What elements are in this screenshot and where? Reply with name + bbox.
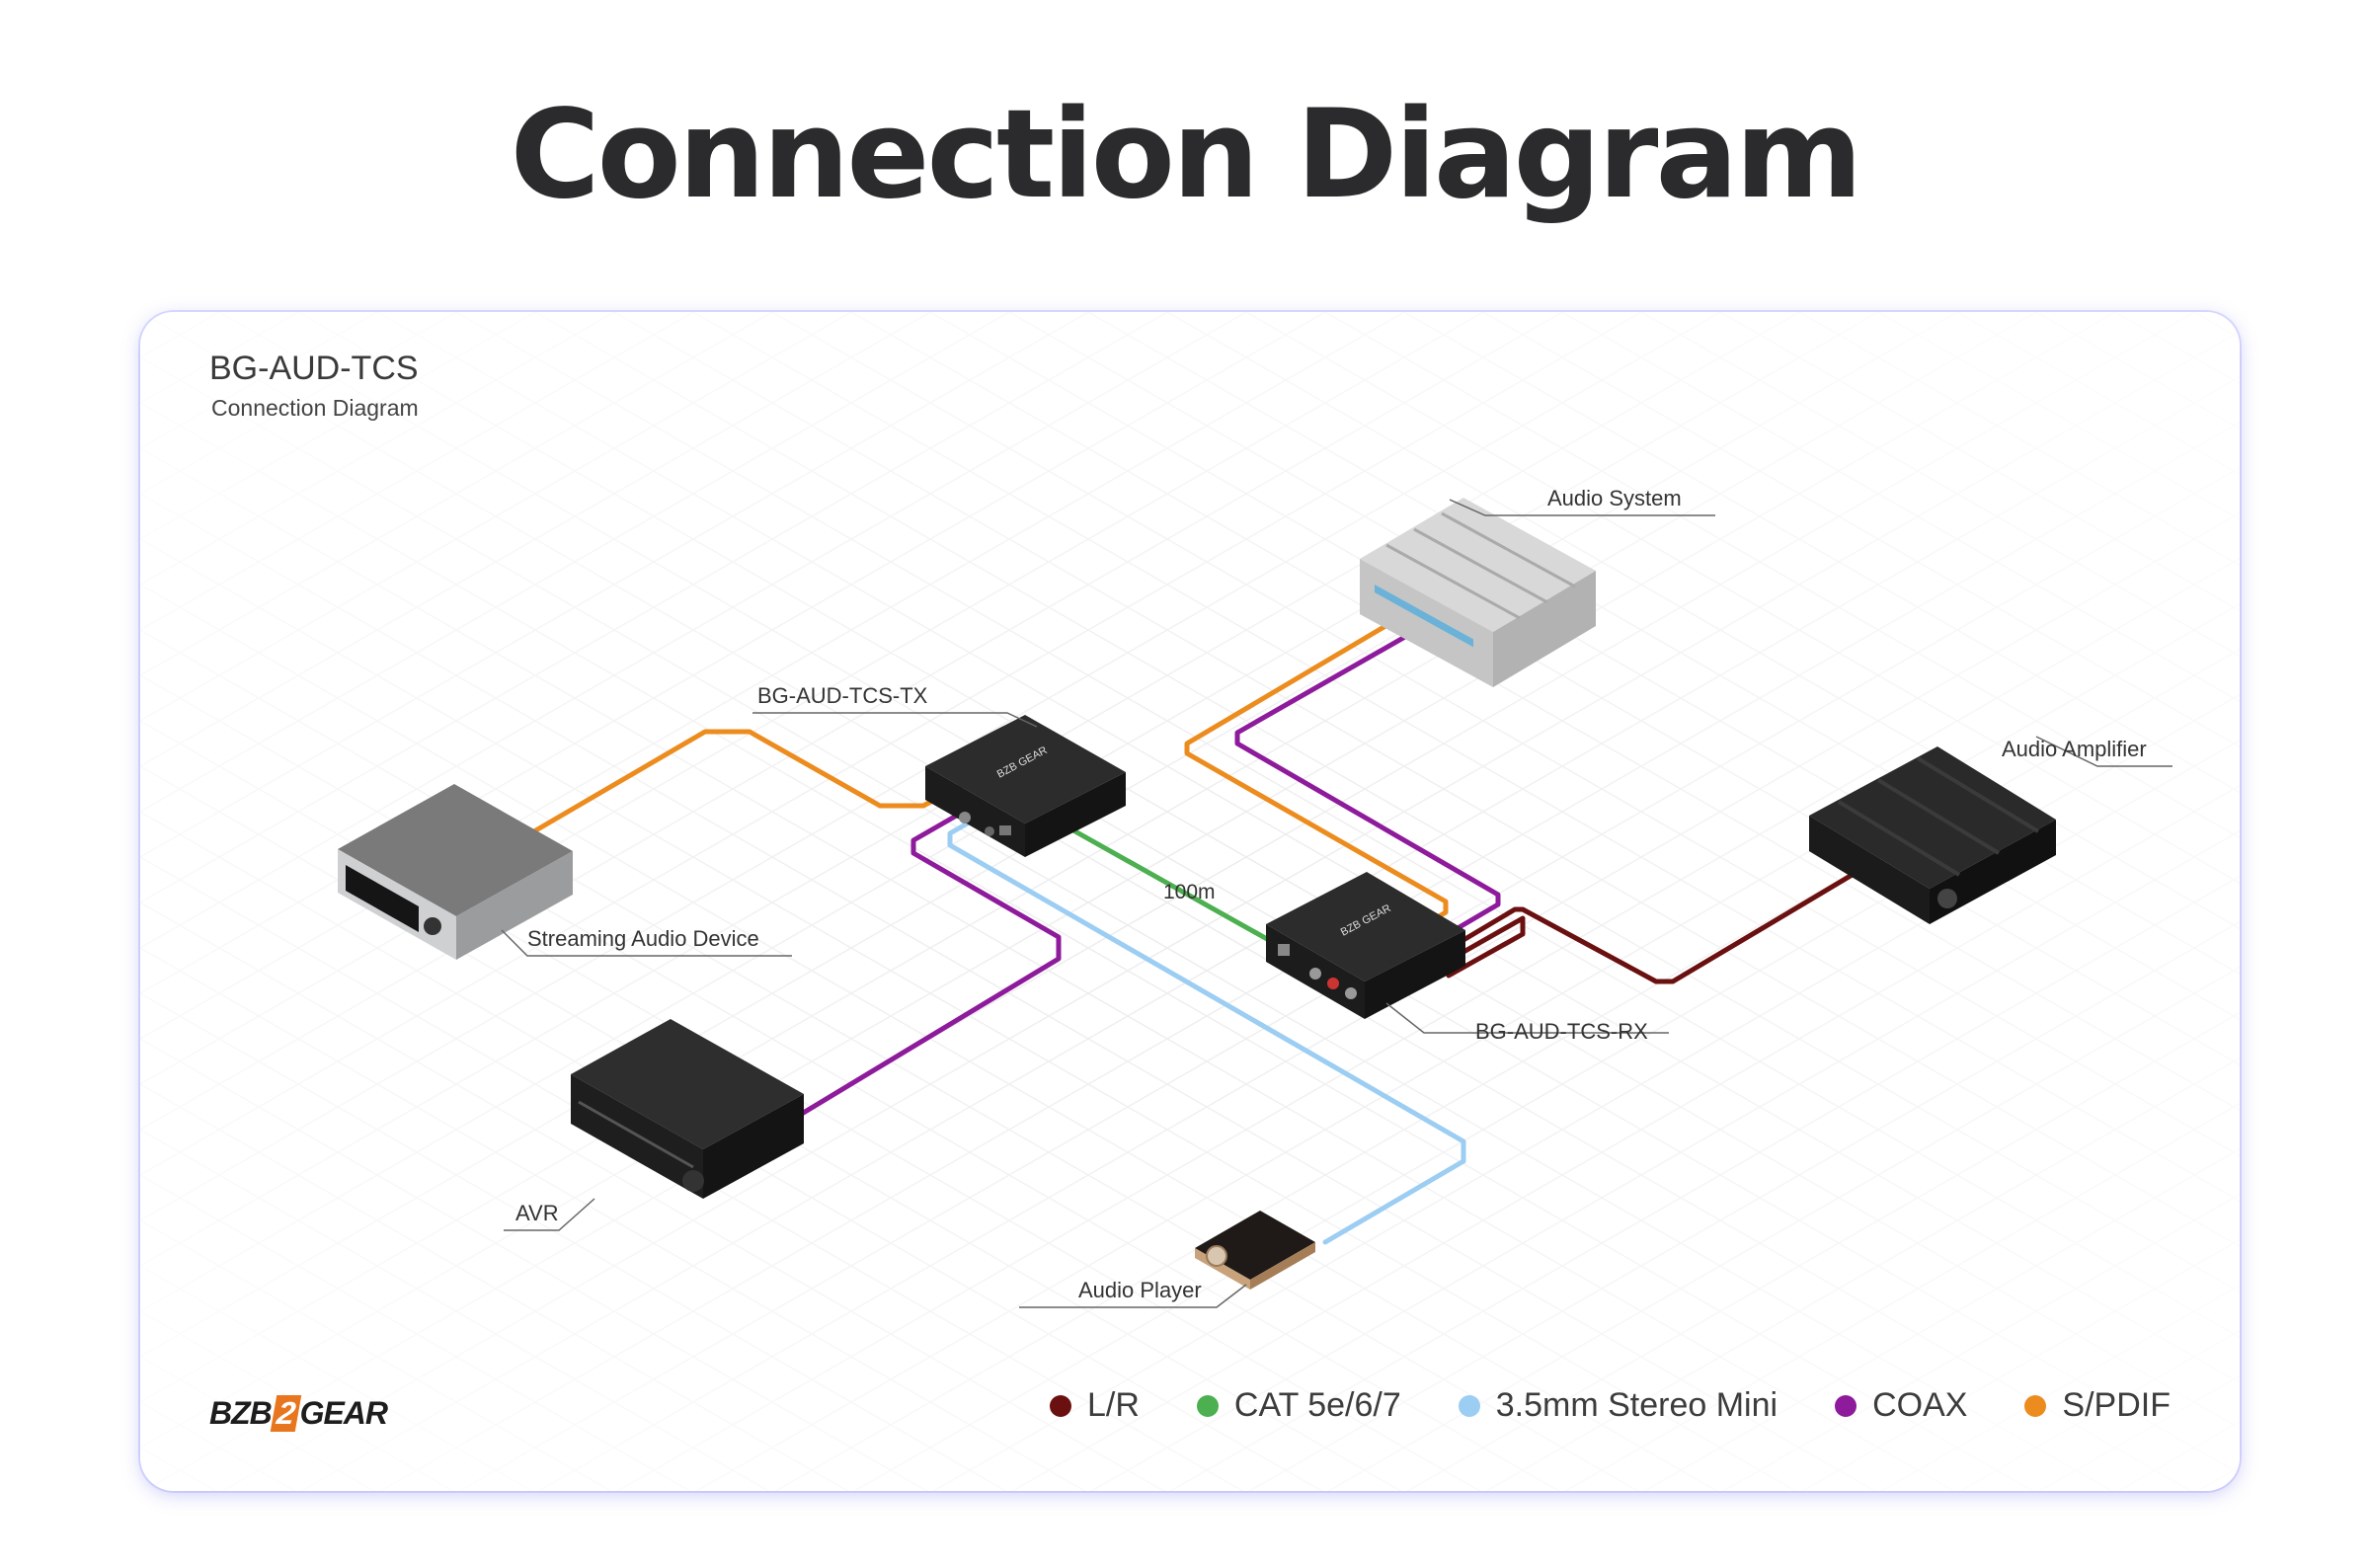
cable-lr-rx-amplifier <box>1429 864 1868 984</box>
legend-item-mini: 3.5mm Stereo Mini <box>1458 1386 1778 1425</box>
audio-amplifier-device <box>1809 746 2056 924</box>
diagram-card: BZB GEAR BZB GEAR <box>140 312 2240 1491</box>
audio-system-device <box>1360 498 1596 687</box>
cable-coax-tx-avr <box>769 811 1062 1135</box>
legend-dot-cat <box>1196 1394 1219 1417</box>
legend-dot-lr <box>1049 1394 1071 1417</box>
legend-dot-mini <box>1458 1394 1480 1417</box>
brand-logo: BZB2GEAR <box>209 1395 388 1432</box>
label-avr: AVR <box>515 1201 559 1225</box>
tx-device: BZB GEAR <box>925 715 1126 857</box>
diagram-canvas: BZB GEAR BZB GEAR <box>140 312 2240 1491</box>
card-model: BG-AUD-TCS <box>209 350 419 387</box>
streaming-audio-device <box>338 784 573 960</box>
legend-dot-coax <box>1835 1394 1857 1417</box>
cable-distance-label: 100m <box>1163 881 1216 903</box>
label-rx: BG-AUD-TCS-RX <box>1475 1019 1648 1044</box>
cable-legend: L/R CAT 5e/6/7 3.5mm Stereo Mini COAX S/… <box>1049 1386 2171 1425</box>
label-streaming-audio-device: Streaming Audio Device <box>527 926 759 951</box>
page-title: Connection Diagram <box>510 84 1863 226</box>
cable-coax-rx-audiosystem <box>1234 623 1501 951</box>
cable-mini-tx-player <box>947 815 1466 1245</box>
cable-cat-tx-rx <box>1070 827 1279 947</box>
label-tx: BG-AUD-TCS-TX <box>757 683 928 708</box>
avr-device <box>571 1019 804 1199</box>
audio-player-device <box>1195 1211 1315 1290</box>
label-audio-player: Audio Player <box>1078 1278 1202 1302</box>
label-audio-amplifier: Audio Amplifier <box>2002 737 2147 761</box>
legend-item-cat: CAT 5e/6/7 <box>1196 1386 1401 1425</box>
card-subtitle: Connection Diagram <box>211 395 419 421</box>
label-audio-system: Audio System <box>1547 486 1682 510</box>
rx-device: BZB GEAR <box>1266 872 1465 1019</box>
legend-dot-spdif <box>2024 1394 2047 1417</box>
legend-item-coax: COAX <box>1835 1386 1967 1425</box>
legend-item-spdif: S/PDIF <box>2024 1386 2171 1425</box>
label-leaders <box>501 499 2172 1308</box>
legend-item-lr: L/R <box>1049 1386 1140 1425</box>
